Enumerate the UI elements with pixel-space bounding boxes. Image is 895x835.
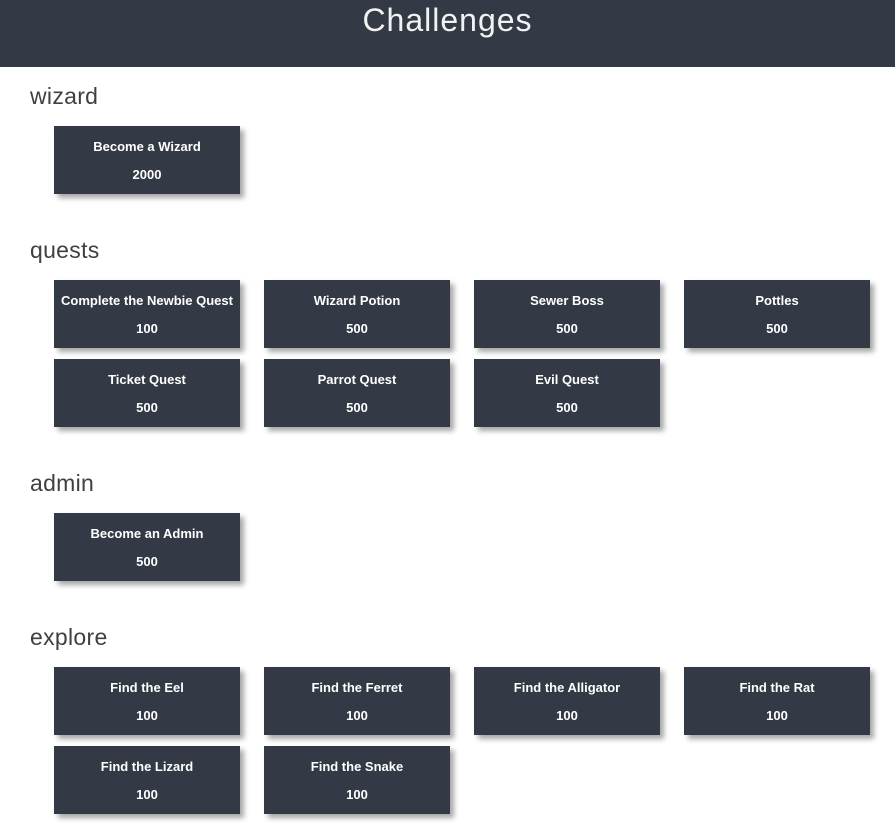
challenge-points: 500 [136, 399, 158, 415]
challenge-card[interactable]: Sewer Boss 500 [474, 280, 660, 348]
section-heading: explore [30, 624, 108, 650]
challenge-title: Find the Eel [110, 679, 184, 695]
challenge-card[interactable]: Find the Ferret 100 [264, 667, 450, 735]
challenge-title: Become an Admin [90, 525, 204, 541]
challenge-card[interactable]: Become a Wizard 2000 [54, 126, 240, 194]
challenge-title: Find the Rat [739, 679, 815, 695]
challenge-section: explore Find the Eel 100 Find the Ferret… [30, 624, 895, 825]
challenge-points: 500 [346, 399, 368, 415]
challenge-title: Find the Lizard [100, 758, 194, 774]
challenge-points: 100 [136, 707, 158, 723]
section-heading: wizard [30, 83, 99, 109]
challenge-section: wizard Become a Wizard 2000 [30, 83, 895, 205]
challenge-card[interactable]: Become an Admin 500 [54, 513, 240, 581]
challenge-card[interactable]: Complete the Newbie Quest 100 [54, 280, 240, 348]
challenge-points: 500 [346, 320, 368, 336]
section-heading: quests [30, 237, 100, 263]
challenge-title: Parrot Quest [317, 371, 397, 387]
challenge-points: 2000 [132, 166, 162, 182]
card-row: Become an Admin 500 [54, 513, 895, 592]
challenge-section: admin Become an Admin 500 [30, 470, 895, 592]
challenge-points: 100 [346, 707, 368, 723]
challenge-title: Complete the Newbie Quest [61, 292, 233, 308]
page-header: Challenges [0, 0, 895, 67]
challenges-content: wizard Become a Wizard 2000 quests Compl… [0, 83, 895, 835]
card-row: Complete the Newbie Quest 100 Wizard Pot… [54, 280, 895, 438]
challenge-title: Pottles [755, 292, 799, 308]
challenge-card[interactable]: Ticket Quest 500 [54, 359, 240, 427]
challenge-card[interactable]: Find the Alligator 100 [474, 667, 660, 735]
section-heading: admin [30, 470, 95, 496]
challenge-card[interactable]: Find the Snake 100 [264, 746, 450, 814]
card-row: Become a Wizard 2000 [54, 126, 895, 205]
challenge-title: Find the Snake [310, 758, 404, 774]
challenge-points: 500 [556, 399, 578, 415]
challenge-title: Ticket Quest [108, 371, 186, 387]
challenge-card[interactable]: Find the Rat 100 [684, 667, 870, 735]
challenge-title: Sewer Boss [530, 292, 604, 308]
card-row: Find the Eel 100 Find the Ferret 100 Fin… [54, 667, 895, 825]
challenge-card[interactable]: Find the Eel 100 [54, 667, 240, 735]
challenge-points: 500 [766, 320, 788, 336]
challenge-title: Find the Alligator [513, 679, 621, 695]
challenge-points: 100 [136, 320, 158, 336]
page-title: Challenges [362, 2, 533, 39]
challenge-points: 500 [556, 320, 578, 336]
challenge-points: 100 [766, 707, 788, 723]
challenge-card[interactable]: Evil Quest 500 [474, 359, 660, 427]
challenge-card[interactable]: Find the Lizard 100 [54, 746, 240, 814]
challenge-card[interactable]: Pottles 500 [684, 280, 870, 348]
challenge-points: 100 [346, 786, 368, 802]
challenge-title: Evil Quest [535, 371, 599, 387]
challenge-points: 100 [136, 786, 158, 802]
challenge-card[interactable]: Wizard Potion 500 [264, 280, 450, 348]
challenge-section: quests Complete the Newbie Quest 100 Wiz… [30, 237, 895, 438]
challenge-title: Find the Ferret [311, 679, 403, 695]
challenge-card[interactable]: Parrot Quest 500 [264, 359, 450, 427]
challenge-points: 500 [136, 553, 158, 569]
challenge-title: Become a Wizard [93, 138, 201, 154]
challenge-title: Wizard Potion [313, 292, 401, 308]
challenge-points: 100 [556, 707, 578, 723]
